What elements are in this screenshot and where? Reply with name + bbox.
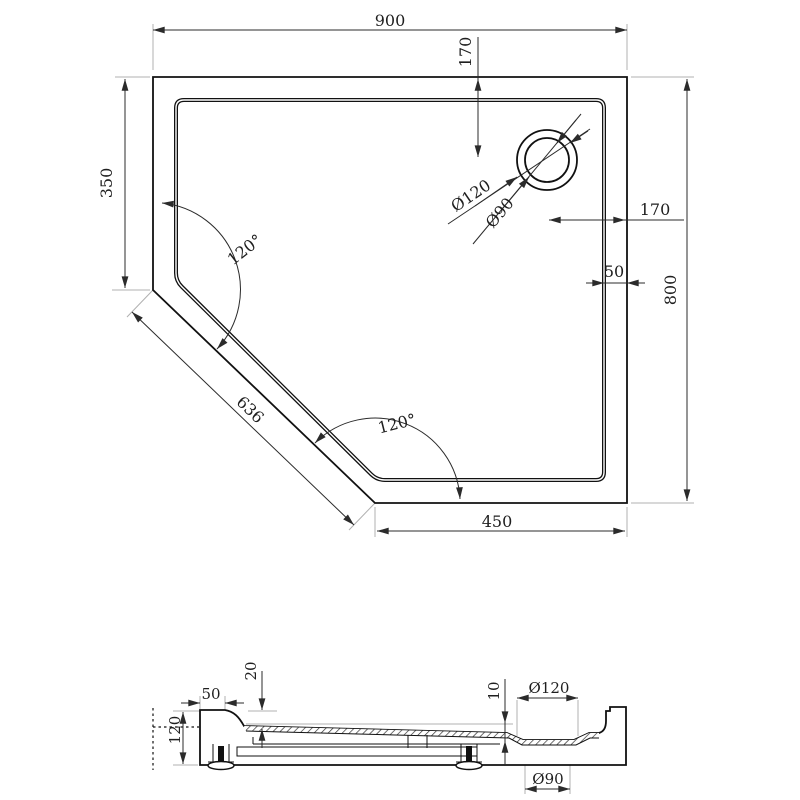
section-floor-underside — [245, 730, 599, 746]
section-view: 50 20 120 10 Ø120 Ø90 — [152, 661, 627, 794]
dim-label-900: 900 — [375, 11, 406, 30]
section-dimension-lines — [179, 671, 578, 793]
dim-label-50-rim: 50 — [604, 262, 624, 281]
dim-label-sec-50: 50 — [201, 685, 220, 703]
dim-label-sec-dia120: Ø120 — [529, 679, 570, 697]
dim-label-170-right: 170 — [640, 200, 671, 219]
dim-label-sec-dia90: Ø90 — [532, 770, 563, 788]
dim-label-sec-120: 120 — [166, 716, 184, 745]
dim-label-sec-20: 20 — [242, 661, 260, 680]
dim-label-800: 800 — [661, 275, 680, 306]
drain-inner-circle — [524, 137, 570, 183]
top-view-dimension-lines — [121, 26, 691, 535]
drain-outer-circle — [516, 129, 578, 191]
dim-label-450: 450 — [482, 512, 513, 531]
section-labels: 50 20 120 10 Ø120 Ø90 — [166, 661, 569, 788]
section-leg-right — [455, 744, 483, 771]
dim-label-170-top: 170 — [456, 37, 475, 68]
dim-label-sec-10: 10 — [485, 681, 503, 700]
top-view: 900 170 350 800 170 50 450 636 120° 120°… — [97, 11, 694, 537]
dim-label-350: 350 — [97, 168, 116, 199]
section-leg-left — [207, 744, 235, 771]
wall-dotted-line — [152, 708, 199, 770]
